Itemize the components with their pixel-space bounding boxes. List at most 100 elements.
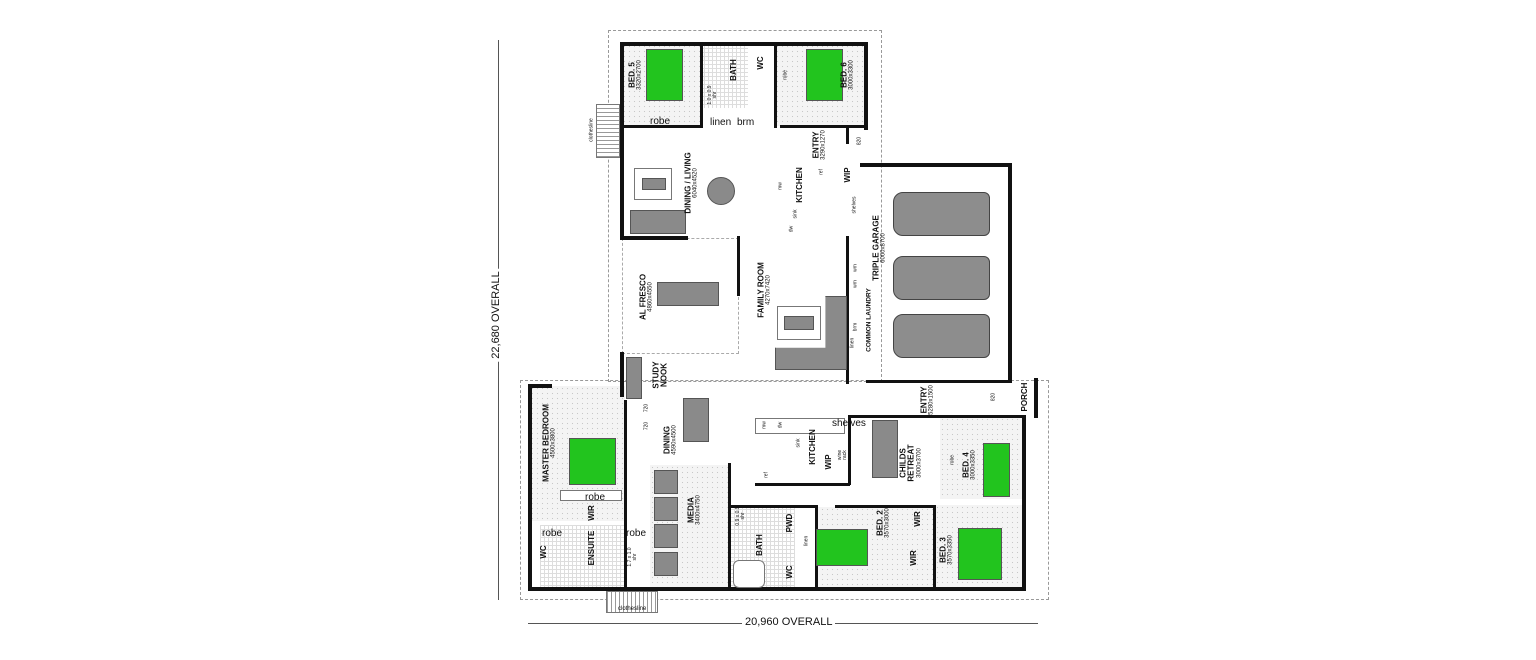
media-chair (654, 470, 678, 494)
robe-label: robe (949, 454, 956, 466)
wall (728, 463, 731, 589)
room-name: BED. 5 (627, 62, 637, 88)
wall (700, 44, 703, 128)
room-label-wip-lower: WIP (823, 454, 833, 470)
room-name: FAMILY ROOM (756, 262, 766, 318)
room-label-wc: WC (755, 56, 765, 70)
robe-label: robe (542, 528, 563, 539)
shower-label: 0.9 x 0.9 shr (734, 506, 746, 526)
room-label-laundry: COMMON LAUNDRY (865, 288, 873, 352)
room-dimensions: 4860x4550 (648, 282, 655, 312)
room-name: ENTRY (811, 131, 821, 159)
robe-label: robe (650, 116, 671, 127)
sink-label: sink (792, 209, 799, 219)
room-dimensions: 4500x3800 (551, 428, 558, 458)
eave-line-upper (608, 30, 882, 382)
wall (728, 505, 816, 508)
media-chair (654, 497, 678, 521)
room-dimensions: 3000x3300 (849, 60, 856, 90)
room-name: AL FRESCO (638, 273, 648, 321)
coffee-table (784, 316, 814, 330)
room-label-kitchen-lower: KITCHEN (807, 429, 817, 465)
room-name: TRIPLE GARAGE (871, 215, 881, 281)
room-dimensions: 6000x8700 (881, 233, 888, 263)
clothesline-icon (606, 591, 658, 613)
room-bath-upper (700, 44, 748, 108)
coffee-table (642, 178, 666, 190)
door-width-label: 720 (643, 403, 650, 413)
wall (528, 587, 1026, 591)
room-dimensions: 4270x7420 (766, 275, 773, 305)
room-dimensions: 3570x3350 (948, 535, 955, 565)
shower-label: 1.0 x 0.9 shr (706, 85, 718, 105)
room-bed4 (940, 417, 1025, 499)
room-dimensions: 3320x2700 (637, 60, 644, 90)
room-label-wip: WIP (842, 167, 852, 183)
robe-label: robe (782, 69, 789, 81)
broom-label: brm (737, 117, 755, 128)
alfresco-table (657, 282, 719, 306)
wine-rack-label: wine rack (836, 449, 848, 461)
door-width-label: 820 (856, 136, 863, 146)
wall (624, 400, 627, 590)
sink-label: sink (795, 438, 802, 448)
room-label-wc-ensuite: WC (538, 545, 548, 559)
wall (780, 125, 868, 128)
fridge-label: ref (818, 169, 825, 175)
room-label-ensuite: ENSUITE (586, 530, 596, 566)
room-name: MASTER BEDROOM (541, 404, 551, 482)
car-icon (893, 192, 990, 236)
wall (864, 42, 868, 130)
wall (1008, 163, 1012, 383)
overall-height-label: 22,680 OVERALL (490, 268, 503, 362)
dishwasher-label: dw (777, 421, 784, 429)
room-name: DINING (662, 426, 672, 455)
room-dimensions: 3000x3350 (971, 450, 978, 480)
room-label-wir3: WIR (908, 550, 918, 566)
wall (848, 415, 1026, 418)
wall (774, 44, 777, 128)
wall (755, 483, 850, 486)
room-label-porch: PORCH (1019, 382, 1029, 412)
sofa (872, 420, 898, 478)
bed-furniture (816, 529, 868, 566)
bed-furniture (646, 49, 683, 101)
broom-label: brm (852, 322, 859, 332)
study-desk (626, 357, 642, 399)
eave-line-lower (520, 380, 1049, 600)
dining-table (683, 398, 709, 442)
clothesline-label: clothesline (618, 606, 647, 612)
wall (528, 384, 552, 388)
linen-label: linen (710, 117, 732, 128)
robe-label: robe (626, 528, 647, 539)
media-chair (654, 552, 678, 576)
wall (620, 125, 700, 128)
dishwasher-label: dw (788, 225, 795, 233)
room-label-pwd: PWD (784, 513, 794, 533)
room-name: BED. 2 (875, 510, 885, 536)
room-name: MEDIA (686, 497, 696, 523)
media-chair (654, 524, 678, 548)
room-label-study: STUDY NOOK (651, 361, 669, 389)
washing-machine-label: wm (852, 280, 859, 288)
linen-label: linen (803, 535, 810, 547)
microwave-label: mw (761, 421, 768, 429)
bed-furniture (806, 49, 843, 101)
wall (848, 415, 851, 485)
fridge-label: ref (763, 472, 770, 478)
room-dimensions: 3400x4750 (696, 495, 703, 525)
shower-label: 1.7 x 1.0 shr (626, 547, 638, 567)
shelves-label: shelves (851, 196, 858, 214)
car-icon (893, 314, 990, 358)
room-name: BED. 6 (839, 62, 849, 88)
wall (620, 42, 868, 46)
